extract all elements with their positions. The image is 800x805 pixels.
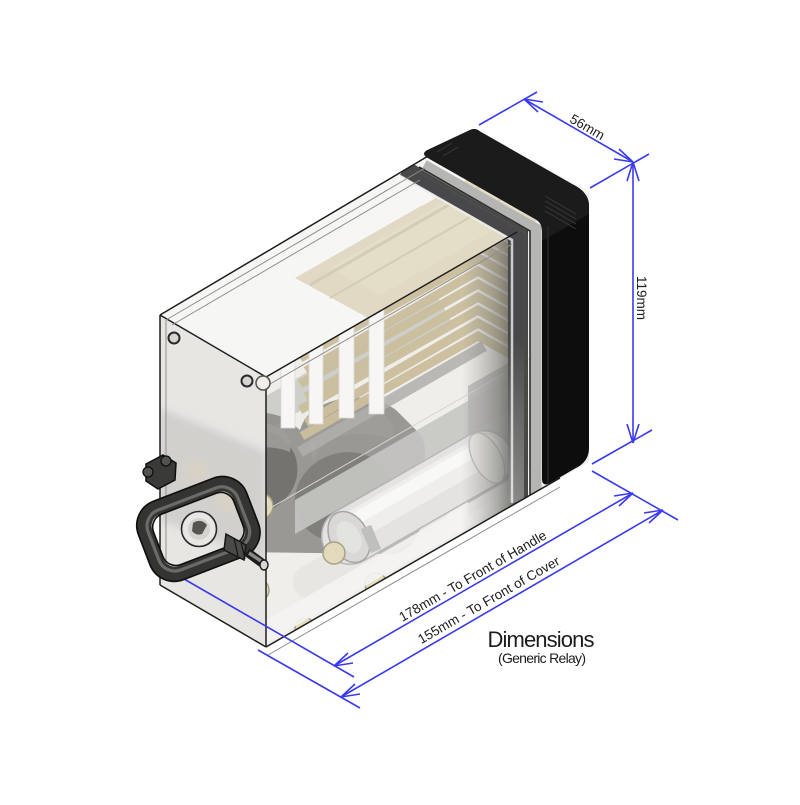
- svg-text:Dimensions: Dimensions: [488, 627, 595, 652]
- svg-text:(Generic Relay): (Generic Relay): [498, 650, 586, 666]
- svg-text:119mm: 119mm: [634, 276, 649, 320]
